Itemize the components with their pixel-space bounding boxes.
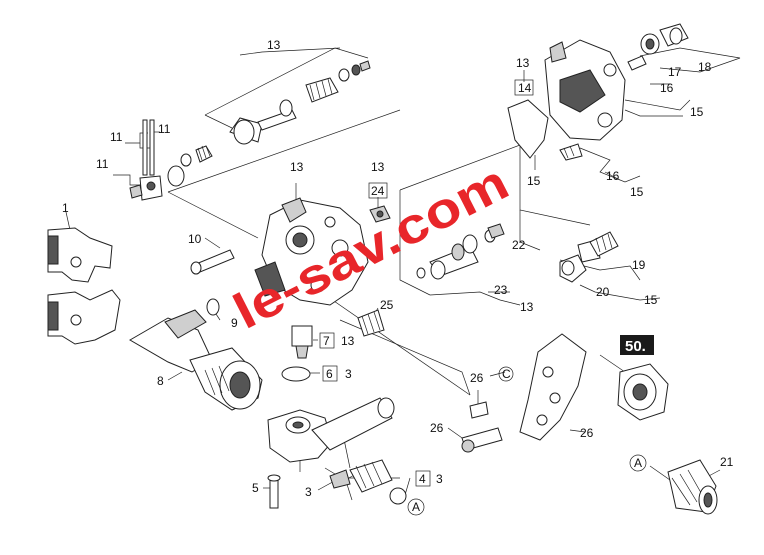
callout-3: 3 <box>436 472 443 486</box>
callout-9: 9 <box>231 316 238 330</box>
callout-25: 25 <box>380 298 394 312</box>
callout-26: 26 <box>580 426 594 440</box>
callout-labels: 13 11 11 11 13 14 15 17 18 16 15 16 15 1… <box>62 38 734 514</box>
callout-20: 20 <box>596 285 610 299</box>
callout-23: 23 <box>494 283 508 297</box>
part-26-bracket <box>461 333 587 453</box>
callout-22: 22 <box>512 238 526 252</box>
callout-13: 13 <box>290 160 304 174</box>
callout-13: 13 <box>371 160 385 174</box>
callout-21: 21 <box>720 455 734 469</box>
callout-15: 15 <box>644 293 658 307</box>
callout-6: 6 <box>326 367 333 381</box>
callout-a: A <box>634 456 642 470</box>
callout-18: 18 <box>698 60 712 74</box>
callout-3: 3 <box>345 367 352 381</box>
callout-16: 16 <box>660 81 674 95</box>
callout-26: 26 <box>470 371 484 385</box>
circled-letters <box>407 366 647 516</box>
callout-26: 26 <box>430 421 444 435</box>
part-11-bolts <box>129 119 163 201</box>
bottom-manifold <box>267 397 407 509</box>
callout-16: 16 <box>606 169 620 183</box>
callout-13: 13 <box>341 334 355 348</box>
callout-4: 4 <box>419 472 426 486</box>
part-10-screw <box>190 249 235 275</box>
callout-boxes <box>319 79 534 487</box>
callout-10: 10 <box>188 232 202 246</box>
callout-3: 3 <box>305 485 312 499</box>
callout-5: 5 <box>252 481 259 495</box>
callout-8: 8 <box>157 374 164 388</box>
part-22-23-valves <box>416 223 505 280</box>
callout-15: 15 <box>630 185 644 199</box>
part-6-o-ring <box>281 366 311 382</box>
callout-19: 19 <box>632 258 646 272</box>
part-13-valve-assembly <box>167 60 371 187</box>
leader-lines <box>65 47 741 501</box>
part-25-fitting <box>357 309 385 337</box>
badge-50-label: 50. <box>625 338 646 355</box>
callout-11: 11 <box>110 130 123 144</box>
callout-15: 15 <box>690 105 704 119</box>
part-24-cap <box>369 205 391 223</box>
callout-1: 1 <box>62 201 69 215</box>
callout-7: 7 <box>323 334 330 348</box>
part-19-20-valve <box>559 231 619 283</box>
pump-body <box>254 197 369 306</box>
callout-13: 13 <box>520 300 534 314</box>
part-7-valve <box>291 325 313 359</box>
callout-14: 14 <box>518 81 532 95</box>
part-8-inlet-pipe <box>129 309 263 411</box>
part-14-gasket <box>507 99 549 159</box>
callout-13: 13 <box>267 38 281 52</box>
callout-11: 11 <box>96 157 109 171</box>
callout-17: 17 <box>668 65 682 79</box>
part-9-o-ring <box>206 298 220 316</box>
part-50-assembly <box>617 363 669 421</box>
callout-a: A <box>412 500 420 514</box>
callout-13: 13 <box>516 56 530 70</box>
part-21-coupling <box>667 459 718 515</box>
callout-15: 15 <box>527 174 541 188</box>
pump-head-right <box>544 39 626 141</box>
callout-c: C <box>502 367 511 381</box>
callout-24: 24 <box>371 184 385 198</box>
part-16-17-18-fittings <box>559 23 689 161</box>
badge-50: 50. <box>620 335 654 355</box>
part-1-clamp <box>47 227 121 345</box>
callout-11: 11 <box>158 122 171 136</box>
